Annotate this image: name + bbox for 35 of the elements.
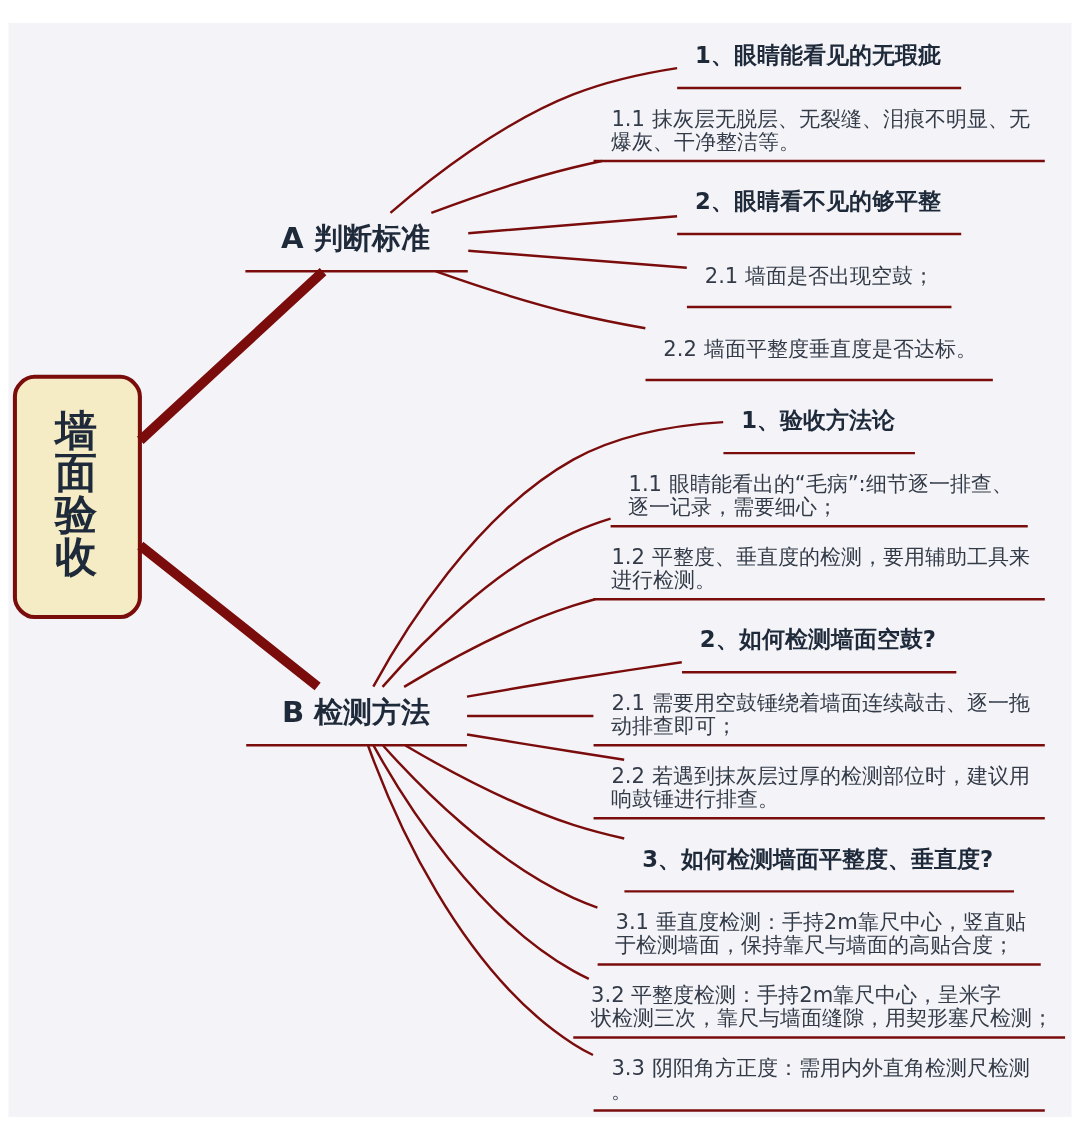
node-text: 1.2 平整度、垂直度的检测，要用辅助工具来进行检测。 [611, 543, 1030, 592]
connector [468, 214, 678, 234]
connector [468, 248, 687, 269]
connector [466, 660, 682, 698]
node-text: 2、眼睛看不见的够平整 [695, 187, 941, 214]
connector [403, 597, 596, 688]
connector [466, 732, 625, 761]
node-text: 2.2 墙面平整度垂直度是否达标。 [663, 335, 977, 361]
node-text: 1.1 眼睛能看出的“毛病”:细节逐一排查、逐一记录，需要细心； [628, 470, 1013, 519]
connector [367, 744, 594, 1056]
node-text: B 检测方法 [281, 694, 431, 729]
node-text: 2、如何检测墙面空鼓? [699, 625, 936, 652]
connector [372, 420, 724, 687]
node-text: 2.2 若遇到抹灰层过厚的检测部位时，建议用响鼓锤进行排查。 [611, 762, 1030, 811]
node-box: 墙面验收 [12, 374, 142, 619]
connector [382, 744, 598, 909]
connector [404, 743, 625, 840]
node-text: 3.2 平整度检测：手持2m靠尺中心，呈米字状检测三次，靠尺与墙面缝隙，用契形塞尺检测； [591, 981, 1054, 1030]
node-text: 1.1 抹灰层无脱层、无裂缝、泪痕不明显、无爆灰、干净整洁等。 [611, 105, 1030, 154]
connector [435, 269, 646, 329]
connector [137, 541, 321, 690]
node-text: 3、如何检测墙面平整度、垂直度? [642, 845, 994, 872]
connector [430, 159, 603, 214]
node-text: 3.1 垂直度检测：手持2m靠尺中心，竖直贴于检测墙面，保持靠尺与墙面的高贴合度； [615, 908, 1026, 957]
connector [381, 517, 611, 688]
node-text: 1、验收方法论 [741, 406, 896, 433]
node-text: 2.1 需要用空鼓锤绕着墙面连续敲击、逐一拖动排查即可； [611, 689, 1030, 738]
connector [372, 744, 590, 980]
connector [136, 267, 327, 444]
connector [389, 66, 678, 214]
node-text: 3.3 阴阳角方正度：需用内外直角检测尺检测。 [611, 1054, 1030, 1103]
connector [467, 714, 594, 717]
node-text: 2.1 墙面是否出现空鼓； [704, 262, 935, 288]
node-text: A 判断标准 [281, 220, 430, 255]
node-text: 1、眼睛能看见的无瑕疵 [695, 41, 941, 68]
